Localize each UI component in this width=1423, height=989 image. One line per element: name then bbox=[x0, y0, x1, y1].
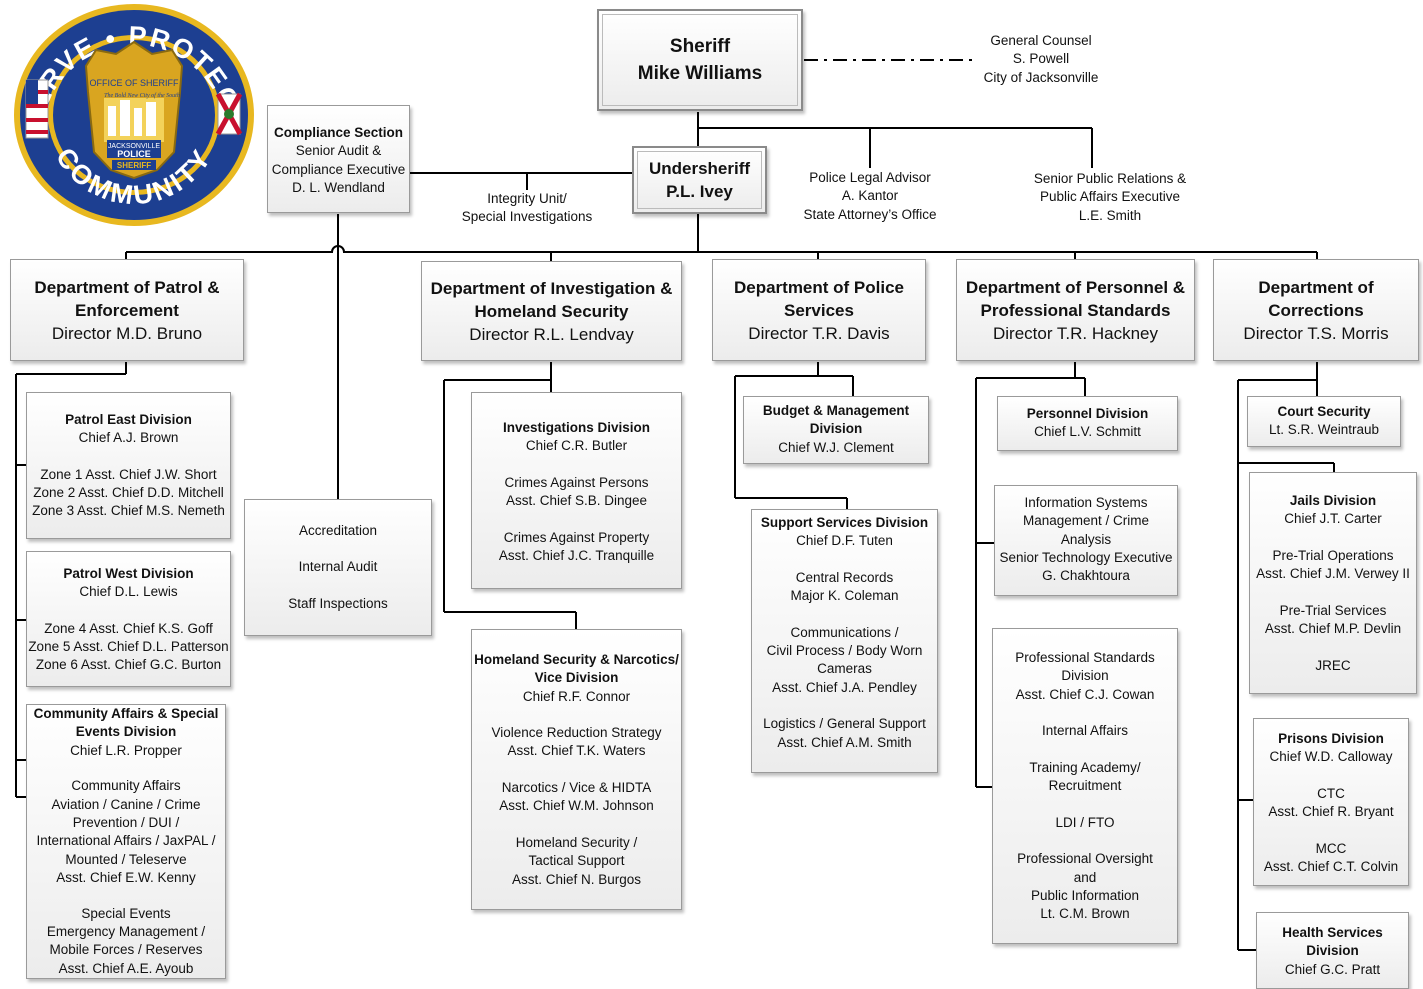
homeland-security-narcotics-division: Homeland Security & Narcotics/ Vice Divi… bbox=[471, 629, 682, 910]
patrol-east-division: Patrol East Division Chief A.J. Brown Zo… bbox=[26, 392, 231, 539]
information-systems-box: Information Systems Management / Crime A… bbox=[994, 485, 1178, 596]
budget-management-division: Budget & Management Division Chief W.J. … bbox=[743, 396, 929, 464]
dept-patrol-enforcement: Department of Patrol & Enforcement Direc… bbox=[10, 259, 244, 361]
svg-text:POLICE: POLICE bbox=[117, 149, 151, 159]
svg-text:The Bold New City of the South: The Bold New City of the South bbox=[104, 92, 180, 99]
sheriff-title: Sheriff bbox=[669, 36, 731, 57]
support-services-division: Support Services Division Chief D.F. Tut… bbox=[751, 509, 938, 773]
prisons-division: Prisons Division Chief W.D. Calloway CTC… bbox=[1253, 718, 1409, 886]
public-relations-executive: Senior Public Relations & Public Affairs… bbox=[1033, 171, 1187, 223]
dept-police-services: Department of Police Services Director T… bbox=[712, 259, 926, 361]
dept-corrections: Department of Corrections Director T.S. … bbox=[1213, 259, 1419, 361]
jails-division: Jails Division Chief J.T. Carter Pre-Tri… bbox=[1249, 472, 1417, 694]
health-services-division: Health Services Division Chief G.C. Prat… bbox=[1256, 912, 1409, 989]
general-counsel: General Counsel S. Powell City of Jackso… bbox=[983, 33, 1099, 85]
jso-police-badge-logo: SERVE • PROTECT COMMUNITY OFFICE OF SHER… bbox=[12, 2, 254, 226]
dept-personnel-standards: Department of Personnel & Professional S… bbox=[956, 259, 1195, 361]
court-security-box: Court Security Lt. S.R. Weintraub bbox=[1247, 396, 1401, 447]
svg-text:JACKSONVILLE: JACKSONVILLE bbox=[108, 143, 160, 150]
sheriff-name: Mike Williams bbox=[637, 63, 763, 84]
personnel-division: Personnel Division Chief L.V. Schmitt bbox=[997, 396, 1178, 451]
community-affairs-division: Community Affairs & Special Events Divis… bbox=[26, 704, 226, 979]
undersheriff-box: Undersheriff P.L. Ivey bbox=[632, 146, 767, 214]
integrity-unit: Integrity Unit/ Special Investigations bbox=[461, 191, 593, 225]
svg-text:OFFICE OF SHERIFF: OFFICE OF SHERIFF bbox=[90, 78, 180, 88]
professional-standards-box: Professional Standards Division Asst. Ch… bbox=[992, 628, 1178, 944]
police-legal-advisor: Police Legal Advisor A. Kantor State Att… bbox=[803, 170, 937, 222]
investigations-division: Investigations Division Chief C.R. Butle… bbox=[471, 392, 682, 589]
compliance-section-box: Compliance Section Senior Audit & Compli… bbox=[267, 105, 410, 213]
svg-text:SHERIFF: SHERIFF bbox=[117, 161, 151, 170]
dept-investigation-homeland: Department of Investigation & Homeland S… bbox=[421, 261, 682, 361]
sheriff-box: Sheriff Mike Williams bbox=[597, 9, 803, 111]
accreditation-box: Accreditation Internal Audit Staff Inspe… bbox=[244, 499, 432, 636]
patrol-west-division: Patrol West Division Chief D.L. Lewis Zo… bbox=[26, 551, 231, 687]
